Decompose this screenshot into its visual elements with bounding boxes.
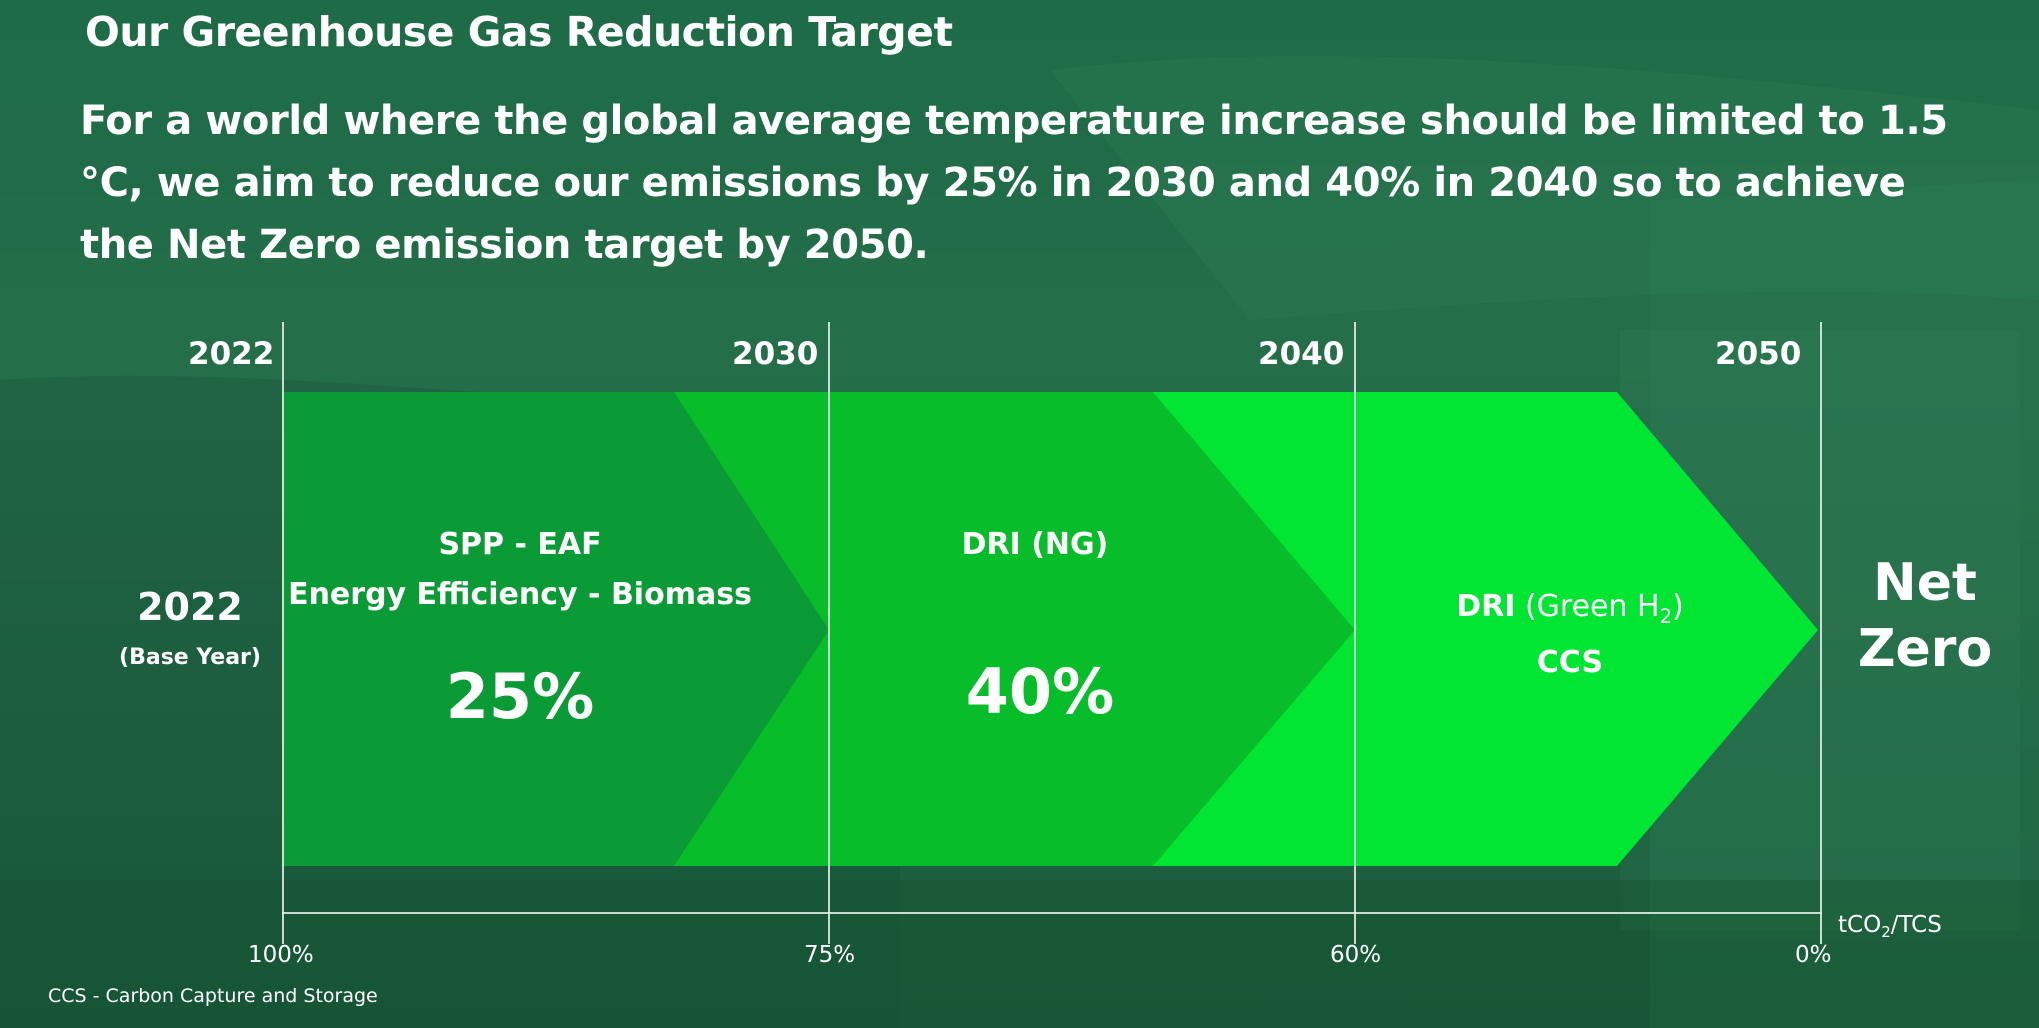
timeline-line-2050 [1820, 322, 1822, 944]
stage2-label: DRI (NG) [961, 527, 1109, 562]
percent-label-75: 75% [804, 942, 856, 968]
year-label-2050: 2050 [1715, 336, 1802, 372]
year-label-2040: 2040 [1258, 336, 1345, 372]
percent-label-0: 0% [1795, 942, 1832, 968]
timeline-line-2030 [828, 322, 830, 944]
emission-unit-label: tCO2/TCS [1838, 912, 1942, 941]
year-label-2022: 2022 [188, 336, 275, 372]
page-subtitle: For a world where the global average tem… [80, 98, 1948, 268]
timeline-baseline [282, 912, 1822, 914]
stage3-dri-text: DRI [1456, 589, 1516, 624]
stage3-label-line1: DRI (Green H2) [1360, 584, 1780, 640]
base-year-label: 2022 [137, 585, 243, 629]
stage1-label-line1: SPP - EAF [438, 527, 602, 562]
year-label-2030: 2030 [732, 336, 819, 372]
stage2-percent: 40% [965, 655, 1115, 728]
stage3-close-paren: ) [1672, 589, 1684, 624]
net-zero-line2: Zero [1857, 619, 1993, 679]
stage3-h2-subscript: 2 [1659, 604, 1673, 628]
unit-tail-text: /TCS [1890, 912, 1942, 938]
unit-main-text: tCO [1838, 912, 1882, 938]
stage3-label-line2: CCS [1536, 644, 1604, 680]
stage1-label-line2: Energy Efficiency - Biomass [288, 577, 752, 612]
stage3-green-h-text: (Green H [1524, 589, 1660, 624]
footnote: CCS - Carbon Capture and Storage [48, 985, 378, 1007]
stage1-percent: 25% [445, 660, 595, 733]
stage1-arrow-band [282, 392, 829, 866]
stage3-label: DRI (Green H2) CCS [1360, 584, 1780, 686]
stage1-label: SPP - EAF Energy Efficiency - Biomass [280, 520, 760, 620]
percent-label-100: 100% [248, 942, 314, 968]
unit-subscript: 2 [1881, 923, 1891, 942]
net-zero-line1: Net [1873, 553, 1977, 613]
percent-label-60: 60% [1330, 942, 1382, 968]
stage3-green-h2: (Green H2) [1524, 589, 1684, 628]
net-zero-label: Net Zero [1850, 550, 2000, 682]
base-year-note: (Base Year) [119, 645, 261, 670]
page-title: Our Greenhouse Gas Reduction Target [85, 8, 953, 56]
timeline-line-2040 [1354, 322, 1356, 944]
timeline-line-2022 [282, 322, 284, 944]
